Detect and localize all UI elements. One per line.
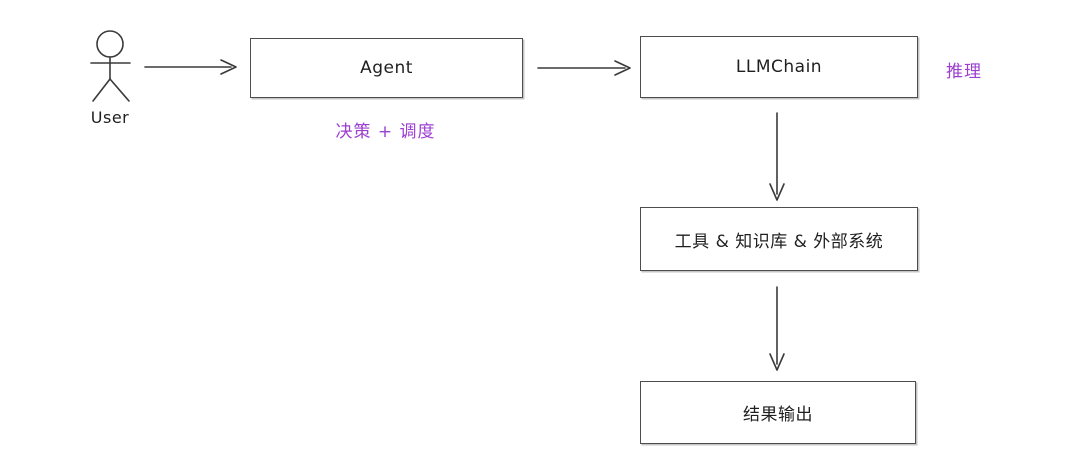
node-tools-label: 工具 & 知识库 & 外部系统 — [674, 231, 884, 252]
arrow-agent-to-llmchain — [537, 60, 631, 76]
node-llmchain: LLMChain — [640, 36, 918, 98]
user-stick-figure-icon — [90, 30, 131, 102]
annotation-llmchain-role: 推理 — [946, 62, 982, 82]
arrow-llmchain-to-tools — [769, 112, 785, 201]
arrow-user-to-agent — [144, 59, 237, 75]
annotation-agent-role: 决策 + 调度 — [335, 122, 436, 142]
node-llmchain-label: LLMChain — [735, 57, 823, 77]
node-output: 结果输出 — [640, 381, 916, 444]
node-tools: 工具 & 知识库 & 外部系统 — [640, 207, 918, 271]
node-agent: Agent — [250, 38, 523, 98]
node-agent-label: Agent — [360, 58, 413, 78]
arrow-tools-to-output — [769, 286, 785, 371]
user-actor-label: User — [90, 108, 130, 127]
node-output-label: 结果输出 — [743, 405, 813, 425]
